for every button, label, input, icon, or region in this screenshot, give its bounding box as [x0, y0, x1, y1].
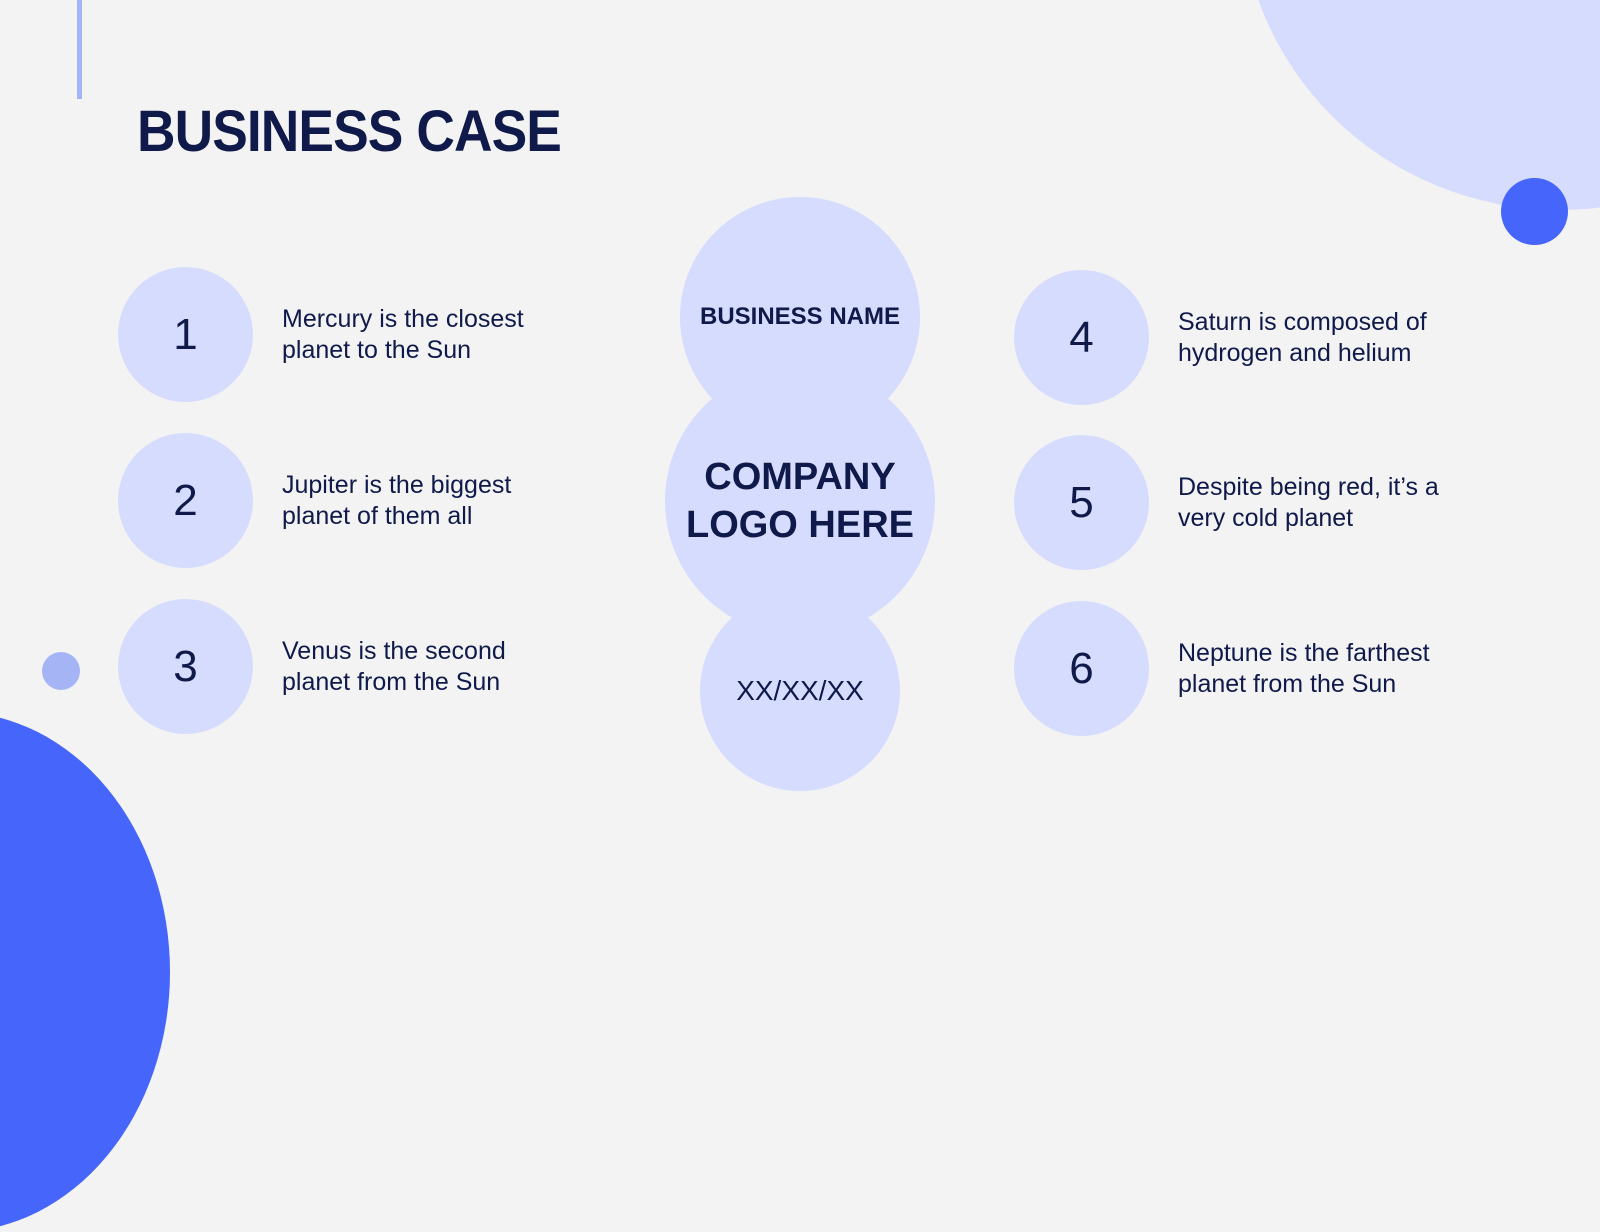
item-line: Venus is the second: [282, 637, 506, 665]
logo-line: LOGO HERE: [685, 504, 915, 546]
item-line: Despite being red, it’s a: [1178, 473, 1439, 501]
date-circle: XX/XX/XX: [700, 591, 900, 791]
date-text: XX/XX/XX: [736, 675, 864, 706]
item-line: planet from the Sun: [1178, 670, 1397, 698]
decorative-dot-light: [42, 652, 80, 690]
item-line: planet of them all: [282, 502, 473, 530]
number-circle-6: 6: [1014, 601, 1149, 736]
item-line: very cold planet: [1178, 504, 1354, 532]
item-line: Jupiter is the biggest: [282, 471, 512, 499]
business-name: BUSINESS NAME: [699, 303, 901, 330]
item-line: Saturn is composed of: [1178, 308, 1427, 336]
number-circle-5: 5: [1014, 435, 1149, 570]
item-line: hydrogen and helium: [1178, 339, 1412, 367]
number-circle-2: 2: [118, 433, 253, 568]
accent-line: [77, 0, 82, 99]
logo-line: COMPANY: [704, 456, 896, 498]
item-text-2: Jupiter is the biggest planet of them al…: [282, 470, 602, 532]
item-text-1: Mercury is the closest planet to the Sun: [282, 304, 602, 366]
item-line: planet to the Sun: [282, 336, 472, 364]
item-line: planet from the Sun: [282, 668, 501, 696]
item-text-3: Venus is the second planet from the Sun: [282, 636, 602, 698]
item-text-6: Neptune is the farthest planet from the …: [1178, 638, 1498, 700]
item-text-5: Despite being red, it’s a very cold plan…: [1178, 472, 1498, 534]
number-circle-4: 4: [1014, 270, 1149, 405]
item-line: Neptune is the farthest: [1178, 639, 1430, 667]
item-text-4: Saturn is composed of hydrogen and heliu…: [1178, 307, 1498, 369]
decorative-dot-blue: [1501, 178, 1568, 245]
item-line: Mercury is the closest: [282, 305, 524, 333]
decorative-blob-top-right: [1240, 0, 1600, 210]
decorative-blob-bottom-left: [0, 712, 170, 1232]
number-circle-3: 3: [118, 599, 253, 734]
logo-circle: COMPANY LOGO HERE: [665, 366, 935, 636]
number-circle-1: 1: [118, 267, 253, 402]
slide-title: BUSINESS CASE: [137, 99, 562, 164]
